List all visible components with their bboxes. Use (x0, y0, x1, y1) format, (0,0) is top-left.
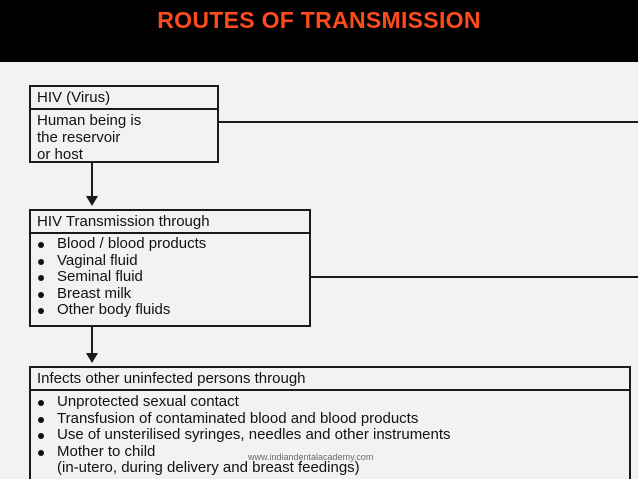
list-item: Unprotected sexual contact (31, 393, 629, 411)
connector-horizontal-top (219, 121, 638, 123)
arrow-2-head (86, 353, 98, 363)
box-hiv-virus-line-2: the reservoir (37, 129, 121, 146)
list-item: Seminal fluid (31, 268, 309, 286)
box-hiv-virus-line-3: or host (37, 146, 83, 163)
list-item-continuation: (in-utero, during delivery and breast fe… (57, 459, 360, 476)
box-infects: Infects other uninfected persons through… (29, 366, 631, 479)
list-item: Vaginal fluid (31, 252, 309, 270)
connector-horizontal-middle (311, 276, 638, 278)
list-item: Mother to child (31, 443, 629, 461)
watermark: www.indiandentalacademy.com (248, 452, 374, 462)
list-item: Transfusion of contaminated blood and bl… (31, 410, 629, 428)
arrow-1-shaft (91, 163, 93, 198)
list-item: Other body fluids (31, 301, 309, 319)
list-item: Blood / blood products (31, 235, 309, 253)
box-infects-list: Unprotected sexual contact Transfusion o… (31, 391, 629, 477)
box-hiv-virus: HIV (Virus) Human being is the reservoir… (29, 85, 219, 163)
box-transmission-heading: HIV Transmission through (31, 211, 309, 234)
box-hiv-virus-heading: HIV (Virus) (31, 87, 217, 110)
title-bar: ROUTES OF TRANSMISSION (0, 0, 638, 62)
page-title: ROUTES OF TRANSMISSION (157, 6, 481, 33)
box-hiv-virus-line-1: Human being is (37, 112, 142, 129)
box-hiv-virus-body: Human being is the reservoir or host (31, 110, 217, 165)
box-infects-heading: Infects other uninfected persons through (31, 368, 629, 391)
arrow-1-head (86, 196, 98, 206)
box-transmission: HIV Transmission through Blood / blood p… (29, 209, 311, 327)
box-transmission-list: Blood / blood products Vaginal fluid Sem… (31, 234, 309, 319)
list-item: Use of unsterilised syringes, needles an… (31, 426, 629, 444)
list-item: Breast milk (31, 285, 309, 303)
arrow-2-shaft (91, 327, 93, 355)
